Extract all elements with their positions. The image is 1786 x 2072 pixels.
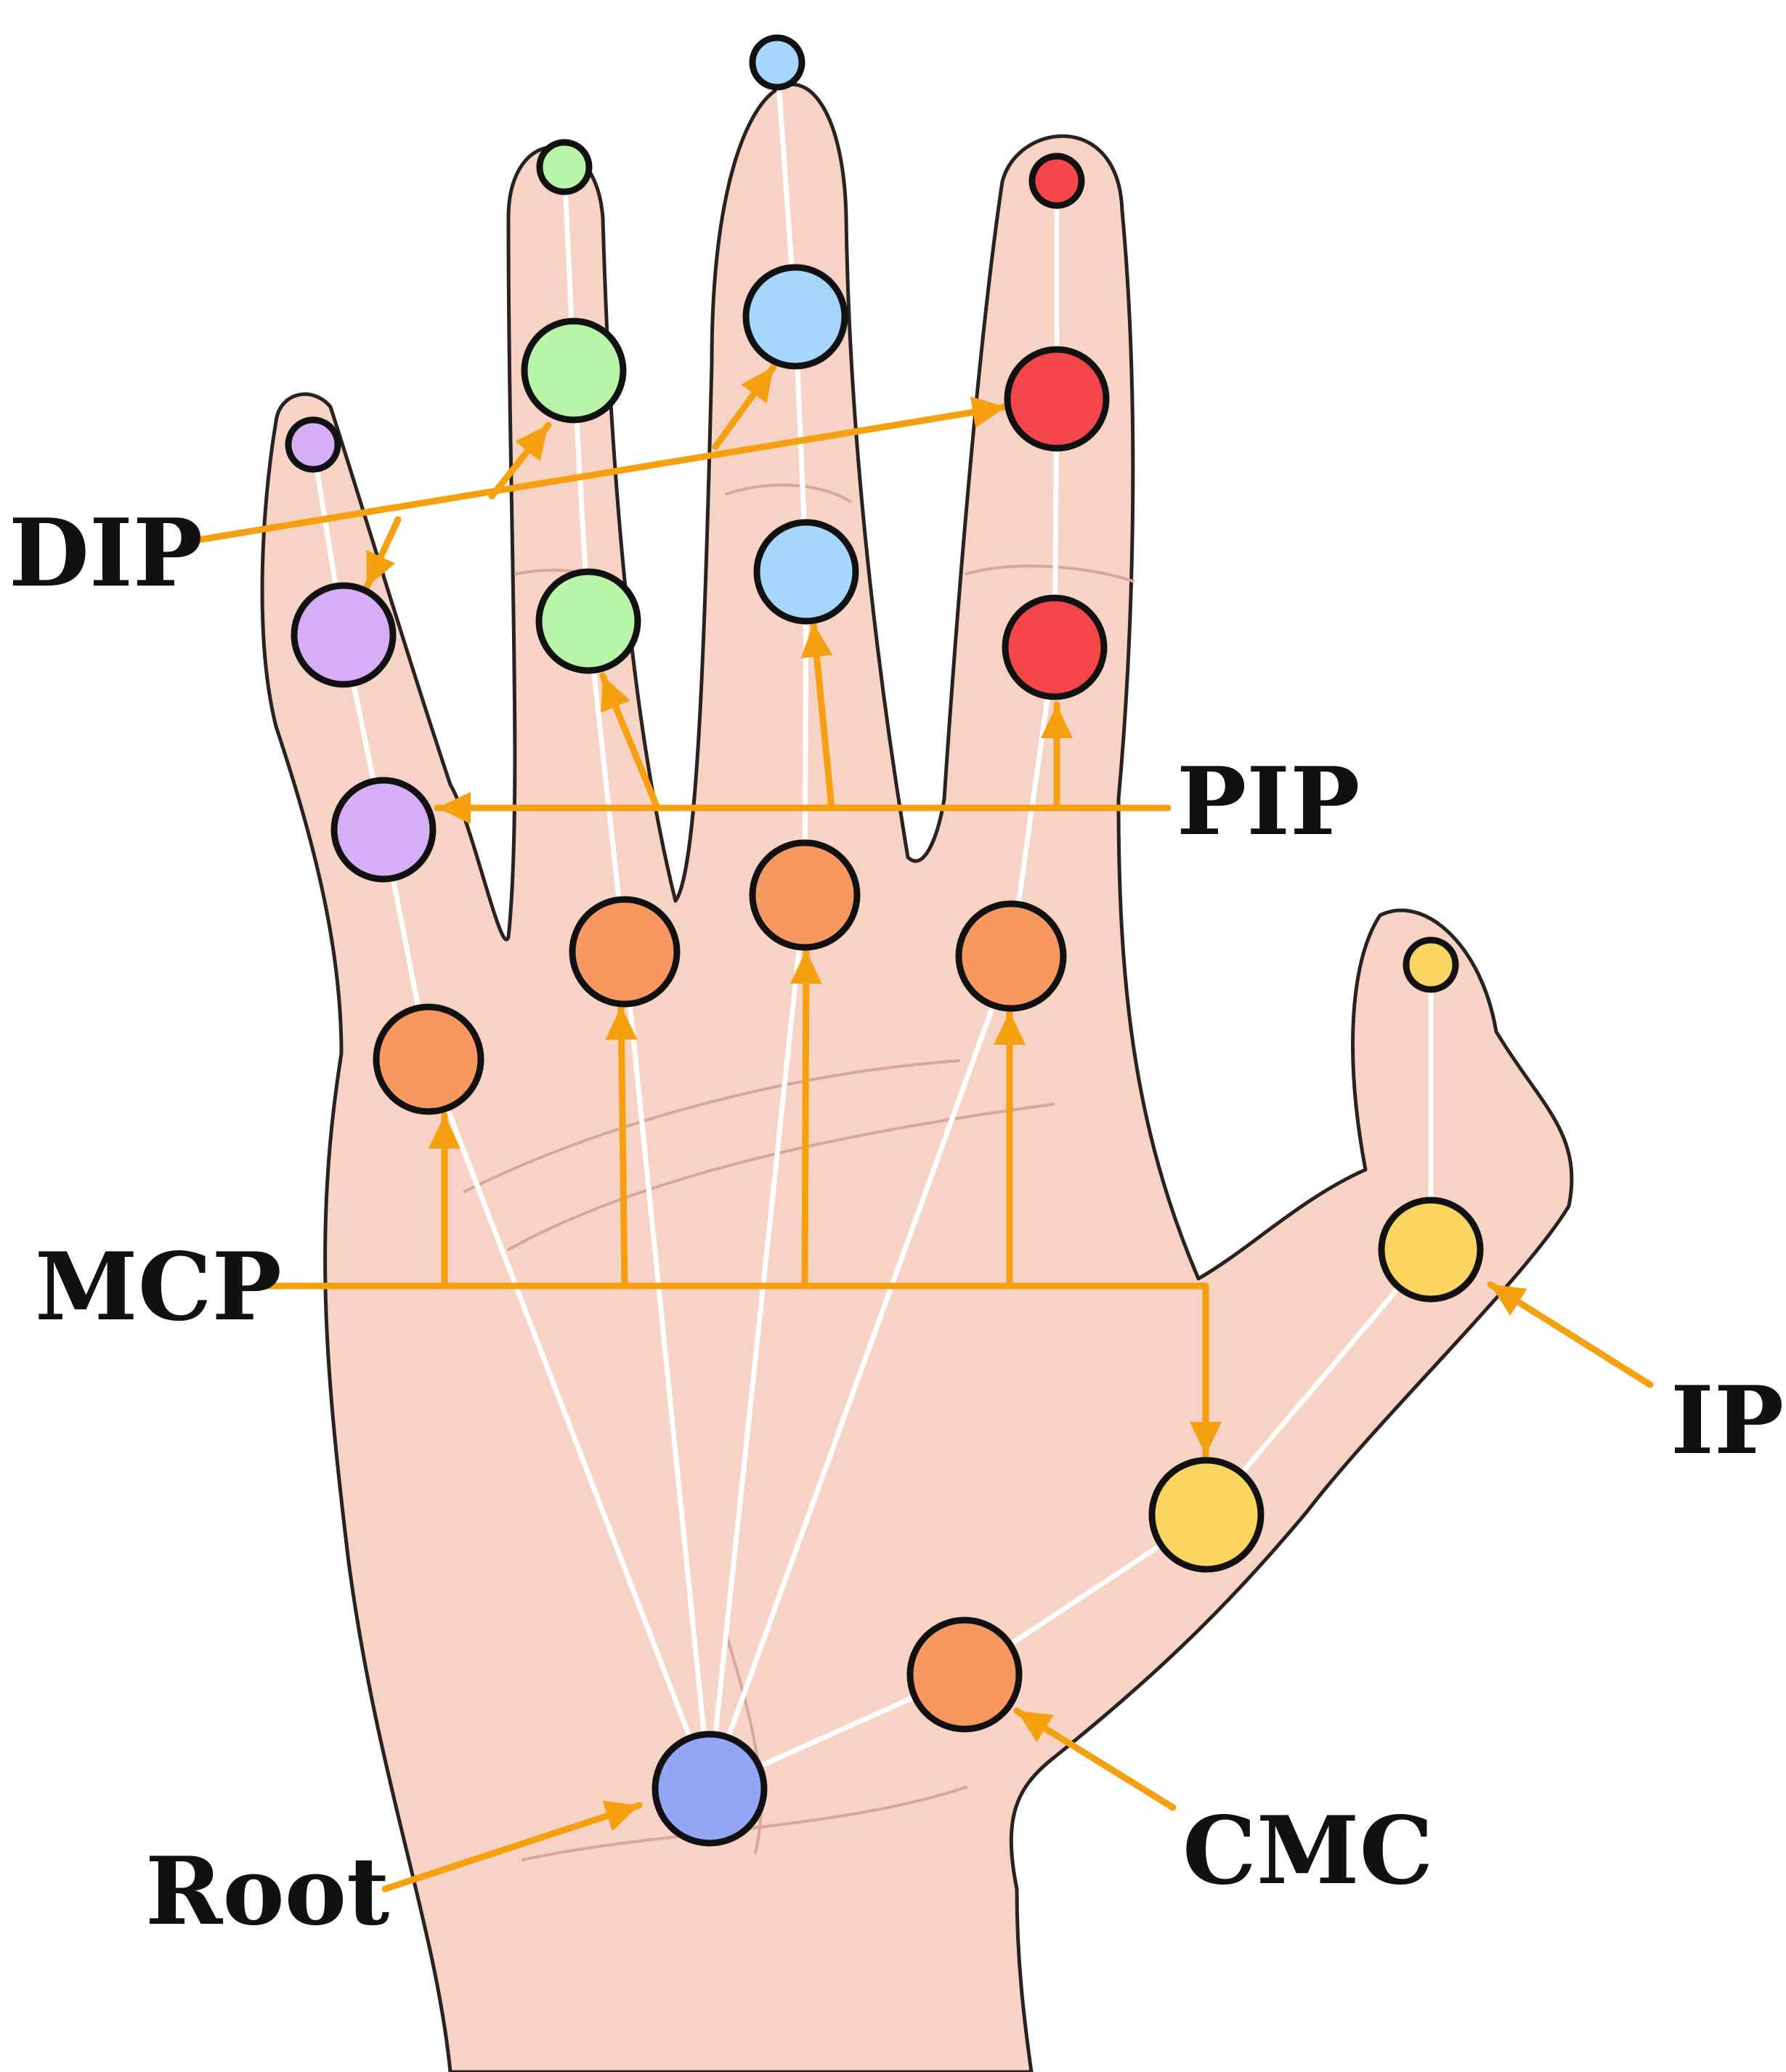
mcp-to-ring-head: [605, 1006, 638, 1040]
bone-root-pinkyMcp: [426, 1056, 713, 1792]
finger-crease-middle: [725, 483, 851, 503]
mcp-to-thumb-head: [1190, 1422, 1222, 1455]
joint-idxPip: [1002, 594, 1108, 700]
bone-root-ringMcp: [622, 949, 713, 1792]
dip-leader: [187, 403, 1010, 545]
dip-to-middle-head: [741, 367, 774, 404]
joint-pinkyTip: [285, 416, 341, 473]
mcp-to-middle-head: [790, 950, 822, 984]
joint-midTip: [749, 34, 805, 91]
joint-idxTip: [1028, 153, 1085, 209]
joint-ringMcp: [569, 896, 681, 1008]
bone-thumbMcp-thumbIp: [1203, 1247, 1434, 1518]
joint-cmc: [906, 1616, 1023, 1733]
joint-ringDip: [521, 317, 627, 424]
finger-crease-index: [965, 564, 1134, 583]
root-leader-head: [602, 1800, 639, 1832]
joint-root: [652, 1731, 768, 1847]
mcp-to-ring: [617, 1003, 628, 1290]
mcp-to-middle: [801, 947, 810, 1290]
label-ip: IP: [1671, 1367, 1784, 1476]
joint-pinkyDip: [291, 582, 397, 688]
cmc-leader-head: [1017, 1711, 1054, 1742]
pip-to-ring-head: [601, 676, 630, 713]
arrow-layer: [187, 363, 1654, 1893]
mcp-to-pinky-head: [429, 1115, 460, 1149]
label-root: Root: [145, 1837, 389, 1946]
pip-leader-head: [437, 792, 471, 824]
palm-crease-1: [463, 1059, 960, 1193]
joint-ringPip: [535, 568, 641, 674]
label-cmc: CMC: [1182, 1797, 1433, 1906]
joint-pinkyMcp: [373, 1003, 484, 1115]
bone-root-midMcp: [707, 892, 808, 1792]
joint-layer: [285, 34, 1484, 1847]
joint-midDip: [742, 264, 848, 370]
joint-midMcp: [749, 839, 861, 951]
joint-thumbMcp: [1148, 1457, 1265, 1573]
joint-thumbIp: [1378, 1197, 1484, 1303]
joint-idxMcp: [955, 900, 1067, 1012]
bone-root-idxMcp: [707, 953, 1014, 1792]
joint-idxDip: [1004, 346, 1110, 452]
label-pip: PIP: [1177, 748, 1360, 857]
joint-pinkyPip: [330, 777, 437, 883]
joint-thumbTip: [1403, 936, 1459, 993]
dip-to-ring-head: [515, 425, 548, 461]
root-leader: [381, 1802, 643, 1893]
label-dip: DIP: [9, 499, 203, 608]
palm-crease-2: [507, 1103, 1055, 1251]
joint-midPip: [753, 519, 859, 625]
ip-leader-head: [1490, 1284, 1527, 1316]
pip-to-index-head: [1041, 705, 1073, 738]
dip-leader-head: [970, 396, 1006, 429]
mcp-to-index-head: [994, 1011, 1026, 1045]
joint-labels: DIP PIP MCP IP CMC Root: [9, 499, 1784, 1946]
pip-to-middle-head: [800, 623, 833, 658]
label-mcp: MCP: [35, 1233, 282, 1342]
dip-to-pinky-head: [366, 550, 396, 587]
joint-ringTip: [536, 139, 593, 195]
